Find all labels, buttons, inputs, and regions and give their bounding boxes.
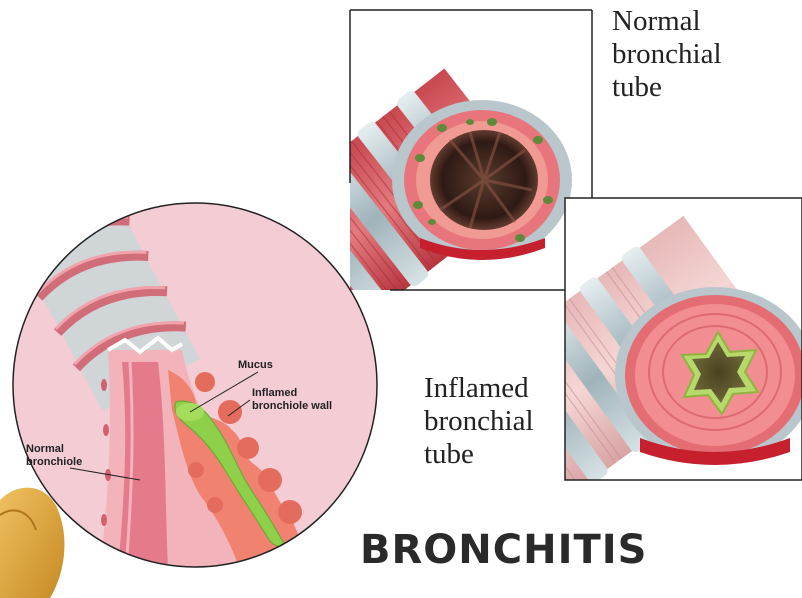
inflamed-wall-label-line-1: Inflamed bbox=[252, 387, 332, 400]
inflamed-bronchiole-wall-label: Inflamed bronchiole wall bbox=[252, 387, 332, 413]
normal-tube-label-line-2: bronchial bbox=[612, 38, 722, 71]
thumbs-up-icon bbox=[0, 488, 64, 598]
inflamed-tube-label: Inflamed bronchial tube bbox=[424, 372, 534, 471]
normal-tube-label: Normal bronchial tube bbox=[612, 5, 722, 104]
normal-bronchiole-label-line-1: Normal bbox=[26, 443, 82, 456]
inflamed-tube-label-line-1: Inflamed bbox=[424, 372, 534, 405]
normal-bronchiole-label: Normal bronchiole bbox=[26, 443, 82, 469]
normal-tube-label-line-1: Normal bbox=[612, 5, 722, 38]
inflamed-wall-label-line-2: bronchiole wall bbox=[252, 400, 332, 413]
bronchiole-inset-circle bbox=[6, 181, 377, 570]
normal-tube-label-line-3: tube bbox=[612, 71, 722, 104]
inflamed-tube-label-line-2: bronchial bbox=[424, 405, 534, 438]
mucus-label: Mucus bbox=[238, 359, 273, 372]
normal-bronchiole-label-line-2: bronchiole bbox=[26, 456, 82, 469]
inflamed-tube-label-line-3: tube bbox=[424, 438, 534, 471]
page-title: BRONCHITIS bbox=[360, 527, 647, 573]
